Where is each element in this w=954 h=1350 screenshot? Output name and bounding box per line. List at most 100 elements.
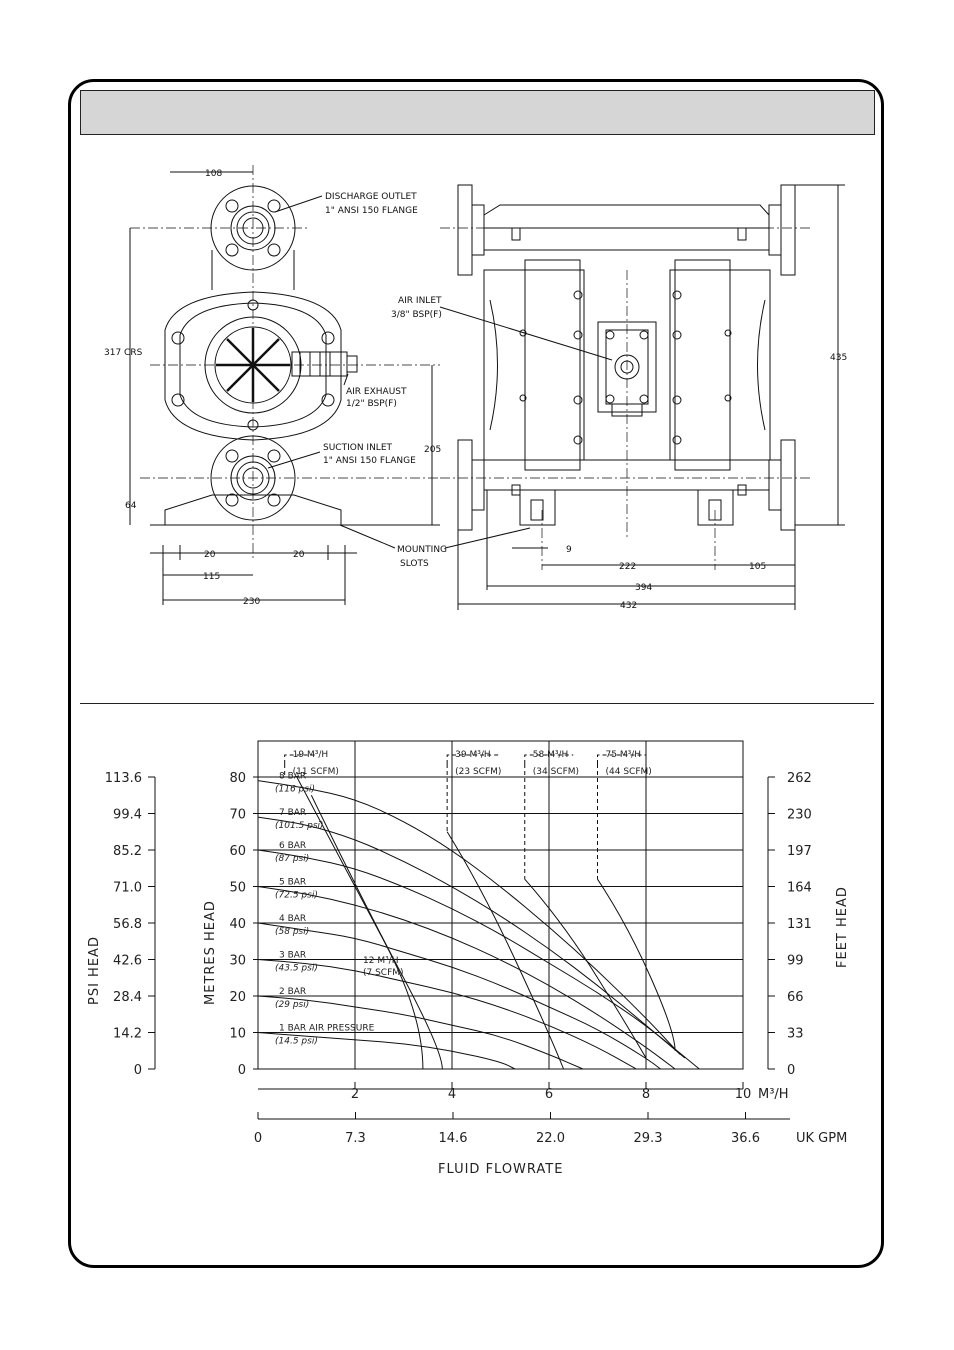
feet-tick-label: 197 xyxy=(787,844,812,859)
air-bracket xyxy=(597,754,646,764)
air-bracket xyxy=(524,754,574,764)
air-sublabel: (34 SCFM) xyxy=(533,767,579,777)
feet-tick-label: 230 xyxy=(787,808,812,823)
air-consumption-curve xyxy=(446,831,565,1070)
dim-432: 432 xyxy=(620,601,637,611)
callout-air-inlet-2: 3/8" BSP(F) xyxy=(391,310,442,320)
x2-tick-label: 29.3 xyxy=(634,1131,663,1146)
curve-2-bar xyxy=(257,995,584,1070)
curve-3-bar xyxy=(257,959,637,1070)
feet-tick-label: 33 xyxy=(787,1027,804,1042)
dim-317: 317 CRS xyxy=(104,348,143,358)
callout-mounting-1: MOUNTING xyxy=(397,545,447,555)
title-bar xyxy=(80,90,875,135)
air-bracket xyxy=(284,754,317,764)
metres-tick-label: 30 xyxy=(229,954,246,969)
x-unit-label: M³/H xyxy=(758,1087,789,1102)
psi-tick-label: 56.8 xyxy=(113,917,142,932)
feet-tick-label: 99 xyxy=(787,954,804,969)
callout-air-exhaust-1: AIR EXHAUST xyxy=(346,387,407,397)
air-label: 58 M³/H xyxy=(533,750,569,760)
psi-tick-label: 113.6 xyxy=(105,771,142,786)
psi-tick-label: 99.4 xyxy=(113,808,142,823)
x-tick-label: 6 xyxy=(545,1087,553,1102)
metres-tick-label: 20 xyxy=(229,990,246,1005)
air-consumption-curve xyxy=(310,795,443,1070)
dim-9: 9 xyxy=(566,545,572,555)
dim-394: 394 xyxy=(635,583,652,593)
psi-tick-label: 71.0 xyxy=(113,881,142,896)
curve-1-bar-air-pressure xyxy=(257,1032,516,1070)
fluid-flowrate-label: FLUID FLOWRATE xyxy=(438,1162,563,1177)
psi-tick-label: 0 xyxy=(134,1063,142,1078)
series-sublabel: (29 psi) xyxy=(275,1000,309,1010)
centre-section xyxy=(597,321,657,413)
x2-tick-label: 14.6 xyxy=(439,1131,468,1146)
x2-tick-label: 0 xyxy=(254,1131,262,1146)
series-label: 5 BAR xyxy=(279,878,306,888)
series-label: 8 BAR xyxy=(279,772,306,782)
air-bracket xyxy=(446,754,501,764)
feet-tick-label: 164 xyxy=(787,881,812,896)
callout-mounting-2: SLOTS xyxy=(400,559,429,569)
dim-115: 115 xyxy=(203,572,220,582)
series-sublabel: (14.5 psi) xyxy=(275,1037,318,1047)
dim-105: 105 xyxy=(749,562,766,572)
callout-air-inlet-1: AIR INLET xyxy=(398,296,442,306)
series-sublabel: (116 psi) xyxy=(275,785,315,795)
page-frame xyxy=(68,79,884,1268)
series-sublabel: (101.5 psi) xyxy=(275,821,324,831)
callout-discharge-1: DISCHARGE OUTLET xyxy=(325,192,417,202)
psi-head-label: PSI HEAD xyxy=(87,936,102,1005)
series-label: 2 BAR xyxy=(279,987,306,997)
psi-tick-label: 14.2 xyxy=(113,1027,142,1042)
air-label: 19 M³/H xyxy=(293,750,329,760)
metres-tick-label: 50 xyxy=(229,881,246,896)
metres-head-label: METRES HEAD xyxy=(203,900,218,1005)
series-label: 1 BAR AIR PRESSURE xyxy=(279,1024,375,1034)
air-sublabel: (23 SCFM) xyxy=(455,767,501,777)
x-tick-label: 8 xyxy=(642,1087,650,1102)
metres-tick-label: 80 xyxy=(229,771,246,786)
x2-tick-label: 7.3 xyxy=(345,1131,366,1146)
metres-tick-label: 60 xyxy=(229,844,246,859)
series-sublabel: (43.5 psi) xyxy=(275,964,318,974)
metres-tick-label: 70 xyxy=(229,808,246,823)
air-label: 12 M³/H xyxy=(363,956,399,966)
metres-tick-label: 0 xyxy=(238,1063,246,1078)
series-label: 7 BAR xyxy=(279,808,306,818)
feet-tick-label: 262 xyxy=(787,771,812,786)
dim-230: 230 xyxy=(243,597,260,607)
dim-222: 222 xyxy=(619,562,636,572)
metres-tick-label: 40 xyxy=(229,917,246,932)
series-sublabel: (72.5 psi) xyxy=(275,891,318,901)
x2-tick-label: 36.6 xyxy=(731,1131,760,1146)
series-label: 4 BAR xyxy=(279,914,306,924)
psi-tick-label: 85.2 xyxy=(113,844,142,859)
air-consumption-curve xyxy=(597,878,676,1051)
air-sublabel: (7 SCFM) xyxy=(363,968,404,978)
x-tick-label: 2 xyxy=(351,1087,359,1102)
feet-tick-label: 131 xyxy=(787,917,812,932)
callout-suction-1: SUCTION INLET xyxy=(323,443,393,453)
series-sublabel: (58 psi) xyxy=(275,927,309,937)
dim-20-left: 20 xyxy=(204,550,216,560)
air-label: 39 M³/H xyxy=(455,750,491,760)
air-sublabel: (11 SCFM) xyxy=(293,767,339,777)
pump-body-side xyxy=(164,291,342,441)
x2-tick-label: 22.0 xyxy=(536,1131,565,1146)
callout-discharge-2: 1" ANSI 150 FLANGE xyxy=(325,206,418,216)
x-tick-label: 4 xyxy=(448,1087,456,1102)
dim-435: 435 xyxy=(830,353,847,363)
air-sublabel: (44 SCFM) xyxy=(606,767,652,777)
feet-tick-label: 0 xyxy=(787,1063,795,1078)
dim-108: 108 xyxy=(205,169,222,179)
curve-6-bar xyxy=(257,849,700,1070)
metres-tick-label: 10 xyxy=(229,1027,246,1042)
curve-5-bar xyxy=(257,886,676,1070)
curve-8-bar xyxy=(257,780,681,1055)
feet-head-label: FEET HEAD xyxy=(835,886,850,968)
dim-64: 64 xyxy=(125,501,137,511)
psi-tick-label: 42.6 xyxy=(113,954,142,969)
psi-tick-label: 28.4 xyxy=(113,990,142,1005)
